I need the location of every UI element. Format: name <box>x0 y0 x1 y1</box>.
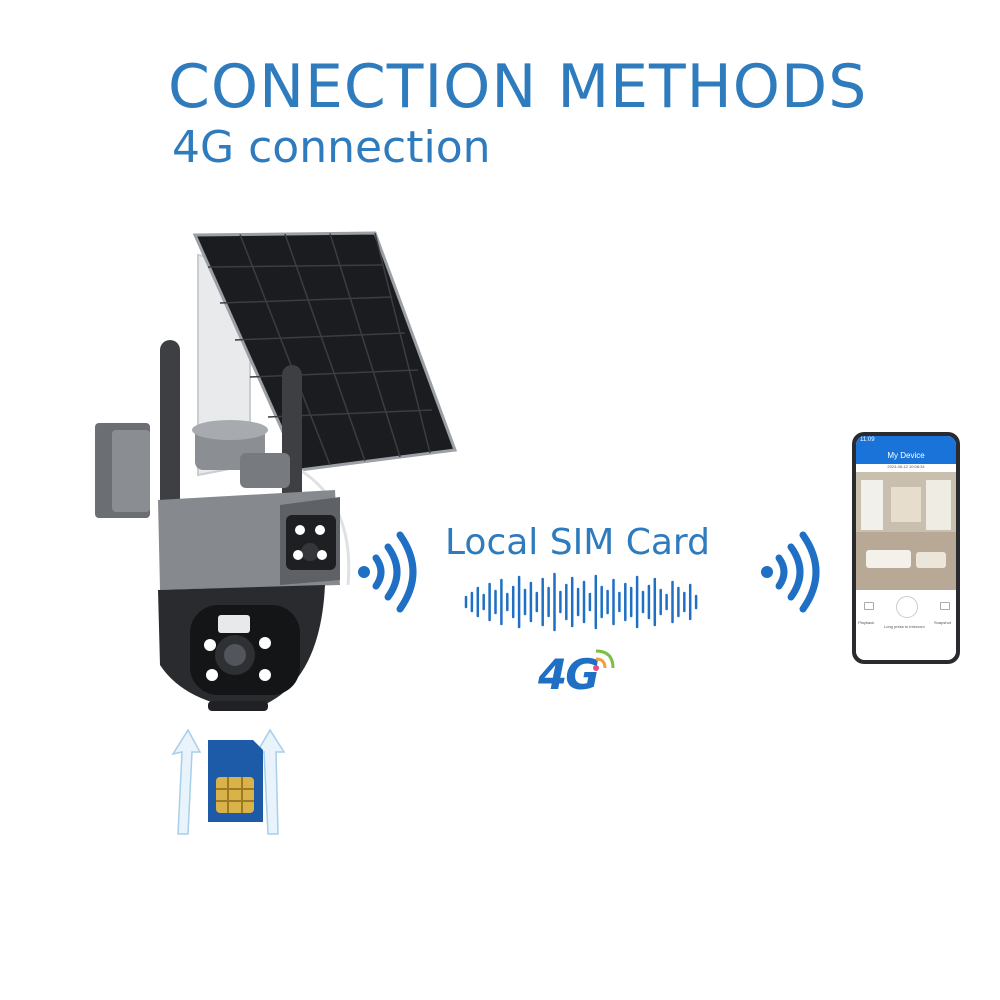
solar-panel-icon <box>192 231 458 586</box>
status-time: 11:09 <box>860 437 875 443</box>
wifi-signal-icon <box>358 531 417 613</box>
sim-card-label: Local SIM Card <box>445 522 710 563</box>
microphone-button[interactable] <box>896 596 918 618</box>
sound-wave-icon <box>464 572 698 632</box>
phone-icon: 11:09 My Device 2024-06-12 10:08:34 Play… <box>852 432 960 664</box>
control-panel: Playback Long press to intercom Snapshot <box>856 594 956 660</box>
wall-mount <box>95 423 150 518</box>
phone-screen: 11:09 My Device 2024-06-12 10:08:34 Play… <box>856 436 956 660</box>
sim-card-icon <box>208 740 263 822</box>
room-preview-image <box>856 472 956 590</box>
snapshot-label: Snapshot <box>934 620 951 625</box>
wifi-signal-icon-right <box>761 531 820 613</box>
4g-signal-icon <box>593 649 615 671</box>
phone-status-bar: 11:09 <box>856 436 956 446</box>
app-title: My Device <box>887 451 925 460</box>
video-timestamp: 2024-06-12 10:08:34 <box>887 464 925 469</box>
camera-icon <box>158 420 340 711</box>
video-timestamp-bar: 2024-06-12 10:08:34 <box>856 464 956 472</box>
network-4g-badge: 4G <box>538 650 600 699</box>
page-subtitle: 4G connection <box>172 122 491 173</box>
playback-label: Playback <box>858 620 875 625</box>
intercom-hint: Long press to intercom <box>884 624 925 629</box>
app-header: My Device <box>856 446 956 464</box>
page-title: CONECTION METHODS <box>168 52 868 122</box>
solar-camera-illustration <box>95 231 458 711</box>
live-video-view[interactable] <box>856 472 956 590</box>
snapshot-icon[interactable] <box>940 602 950 610</box>
sim-insert-illustration <box>171 728 286 835</box>
playback-icon[interactable] <box>864 602 874 610</box>
